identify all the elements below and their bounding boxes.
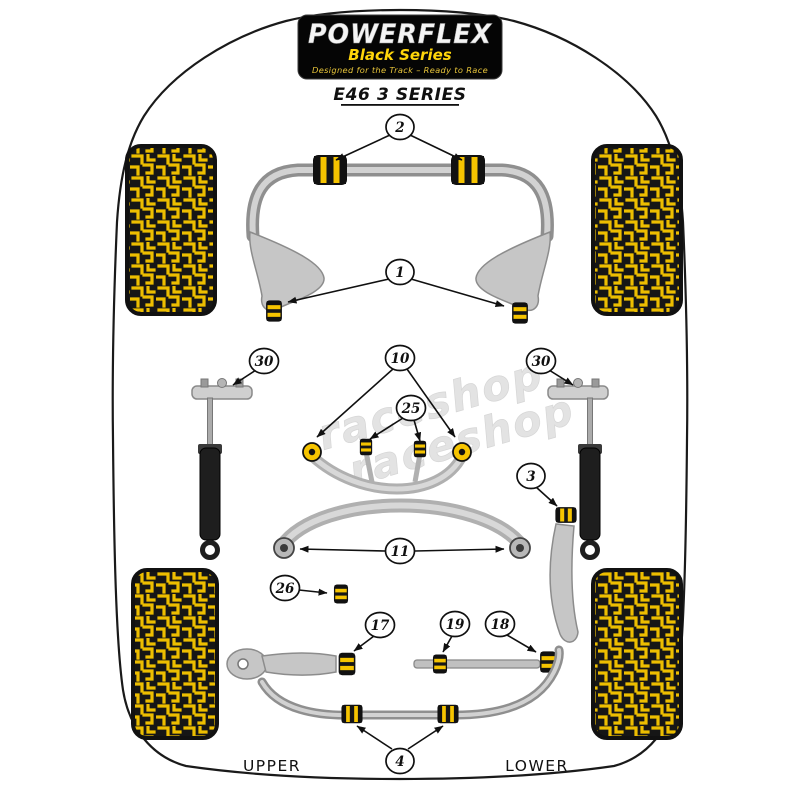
callout-11: 11 [384, 537, 416, 565]
callout-3: 3 [516, 462, 546, 490]
arrow-4-right [407, 725, 444, 750]
subframe-rear-bushing-right [509, 537, 531, 559]
label-lower: LOWER [505, 757, 569, 775]
callout-19-label: 19 [446, 617, 465, 633]
front-arb-bushing-right [451, 155, 485, 185]
arrow-1-right [410, 278, 505, 307]
arrow-19 [442, 635, 453, 653]
callout-1-label: 1 [395, 265, 404, 281]
callout-11-label: 11 [391, 544, 410, 560]
callout-19: 19 [439, 610, 471, 638]
arrow-26 [298, 588, 328, 596]
callout-4: 4 [385, 747, 415, 775]
trailing-arm-bushing [338, 652, 356, 676]
rear-shock-lower-bushing [556, 508, 576, 522]
arrow-18 [506, 634, 537, 653]
gear-linkage-bushing [333, 584, 349, 604]
arrow-10-left [316, 368, 394, 438]
arrow-17 [353, 635, 375, 652]
callouts: 2 1 30 30 10 25 3 11 26 17 19 18 4 [248, 113, 557, 775]
callout-2: 2 [385, 113, 415, 141]
tire-rear-right [591, 568, 683, 740]
callout-26-label: 26 [275, 581, 295, 597]
arrow-2-left [335, 134, 391, 161]
front-anti-roll-bar [246, 155, 554, 243]
arrow-30-right [548, 369, 574, 386]
brand-logo: POWERFLEX Black Series Designed for the … [297, 14, 503, 80]
model-title: E46 3 SERIES [333, 85, 466, 106]
callout-10: 10 [384, 344, 416, 372]
front-control-arm-right [475, 230, 551, 324]
callout-4-label: 4 [395, 754, 404, 770]
callout-30-left: 30 [248, 347, 280, 375]
arrow-30-left [232, 369, 257, 386]
arrow-11-right [414, 545, 505, 553]
arrow-3 [535, 486, 558, 507]
callout-18: 18 [484, 610, 516, 638]
callout-25-label: 25 [401, 401, 421, 417]
front-control-arm-left [249, 230, 325, 322]
arrow-4-left [356, 725, 393, 750]
model-title-text: E46 3 SERIES [333, 85, 466, 105]
tie-rod-inner-bushing [432, 654, 448, 674]
rear-arb-bushing-left [341, 704, 363, 724]
subframe-rear-bushing-left [273, 537, 295, 559]
arrow-25-right [413, 419, 422, 442]
callout-25: 25 [395, 394, 427, 422]
subframe-front-bushing-right [452, 442, 472, 462]
rear-tie-rod [413, 651, 556, 674]
tire-front-left [125, 144, 217, 316]
front-lca-bushing-right [512, 302, 528, 324]
arrow-25-left [369, 417, 404, 440]
arrow-2-right [409, 134, 463, 161]
rear-trailing-arm [226, 648, 356, 680]
brand-tagline: Designed for the Track – Ready to Race [312, 66, 488, 75]
callout-17-label: 17 [371, 618, 390, 634]
callout-arrows [232, 134, 574, 750]
tire-rear-left [131, 568, 219, 740]
front-lca-bushing-left [266, 300, 282, 322]
callout-3-label: 3 [526, 469, 535, 485]
front-arb-bushing-left [313, 155, 347, 185]
callout-18-label: 18 [491, 617, 510, 633]
brand-series: Black Series [348, 46, 451, 64]
callout-10-label: 10 [391, 351, 410, 367]
brand-name: POWERFLEX [308, 19, 492, 50]
model-title-underline [341, 104, 459, 106]
rear-arb-bushing-right [437, 704, 459, 724]
callout-30-right-label: 30 [532, 354, 551, 370]
callout-17: 17 [364, 611, 396, 639]
callout-30-left-label: 30 [255, 354, 274, 370]
rear-subframe [273, 438, 531, 559]
callout-2-label: 2 [394, 120, 404, 136]
rear-beam-bushing-right [413, 440, 427, 458]
callout-30-right: 30 [525, 347, 557, 375]
callout-26: 26 [269, 574, 301, 602]
rear-beam-bushing-left [359, 438, 373, 456]
callout-1: 1 [385, 258, 415, 286]
label-upper: UPPER [243, 757, 301, 775]
subframe-front-bushing-left [302, 442, 322, 462]
arrow-1-left [287, 278, 390, 304]
arrow-10-right [406, 368, 456, 438]
rear-shock-lower-arm [549, 508, 579, 643]
rear-anti-roll-bar [257, 645, 564, 724]
tire-front-right [591, 144, 683, 316]
arrow-11-left [299, 545, 386, 553]
